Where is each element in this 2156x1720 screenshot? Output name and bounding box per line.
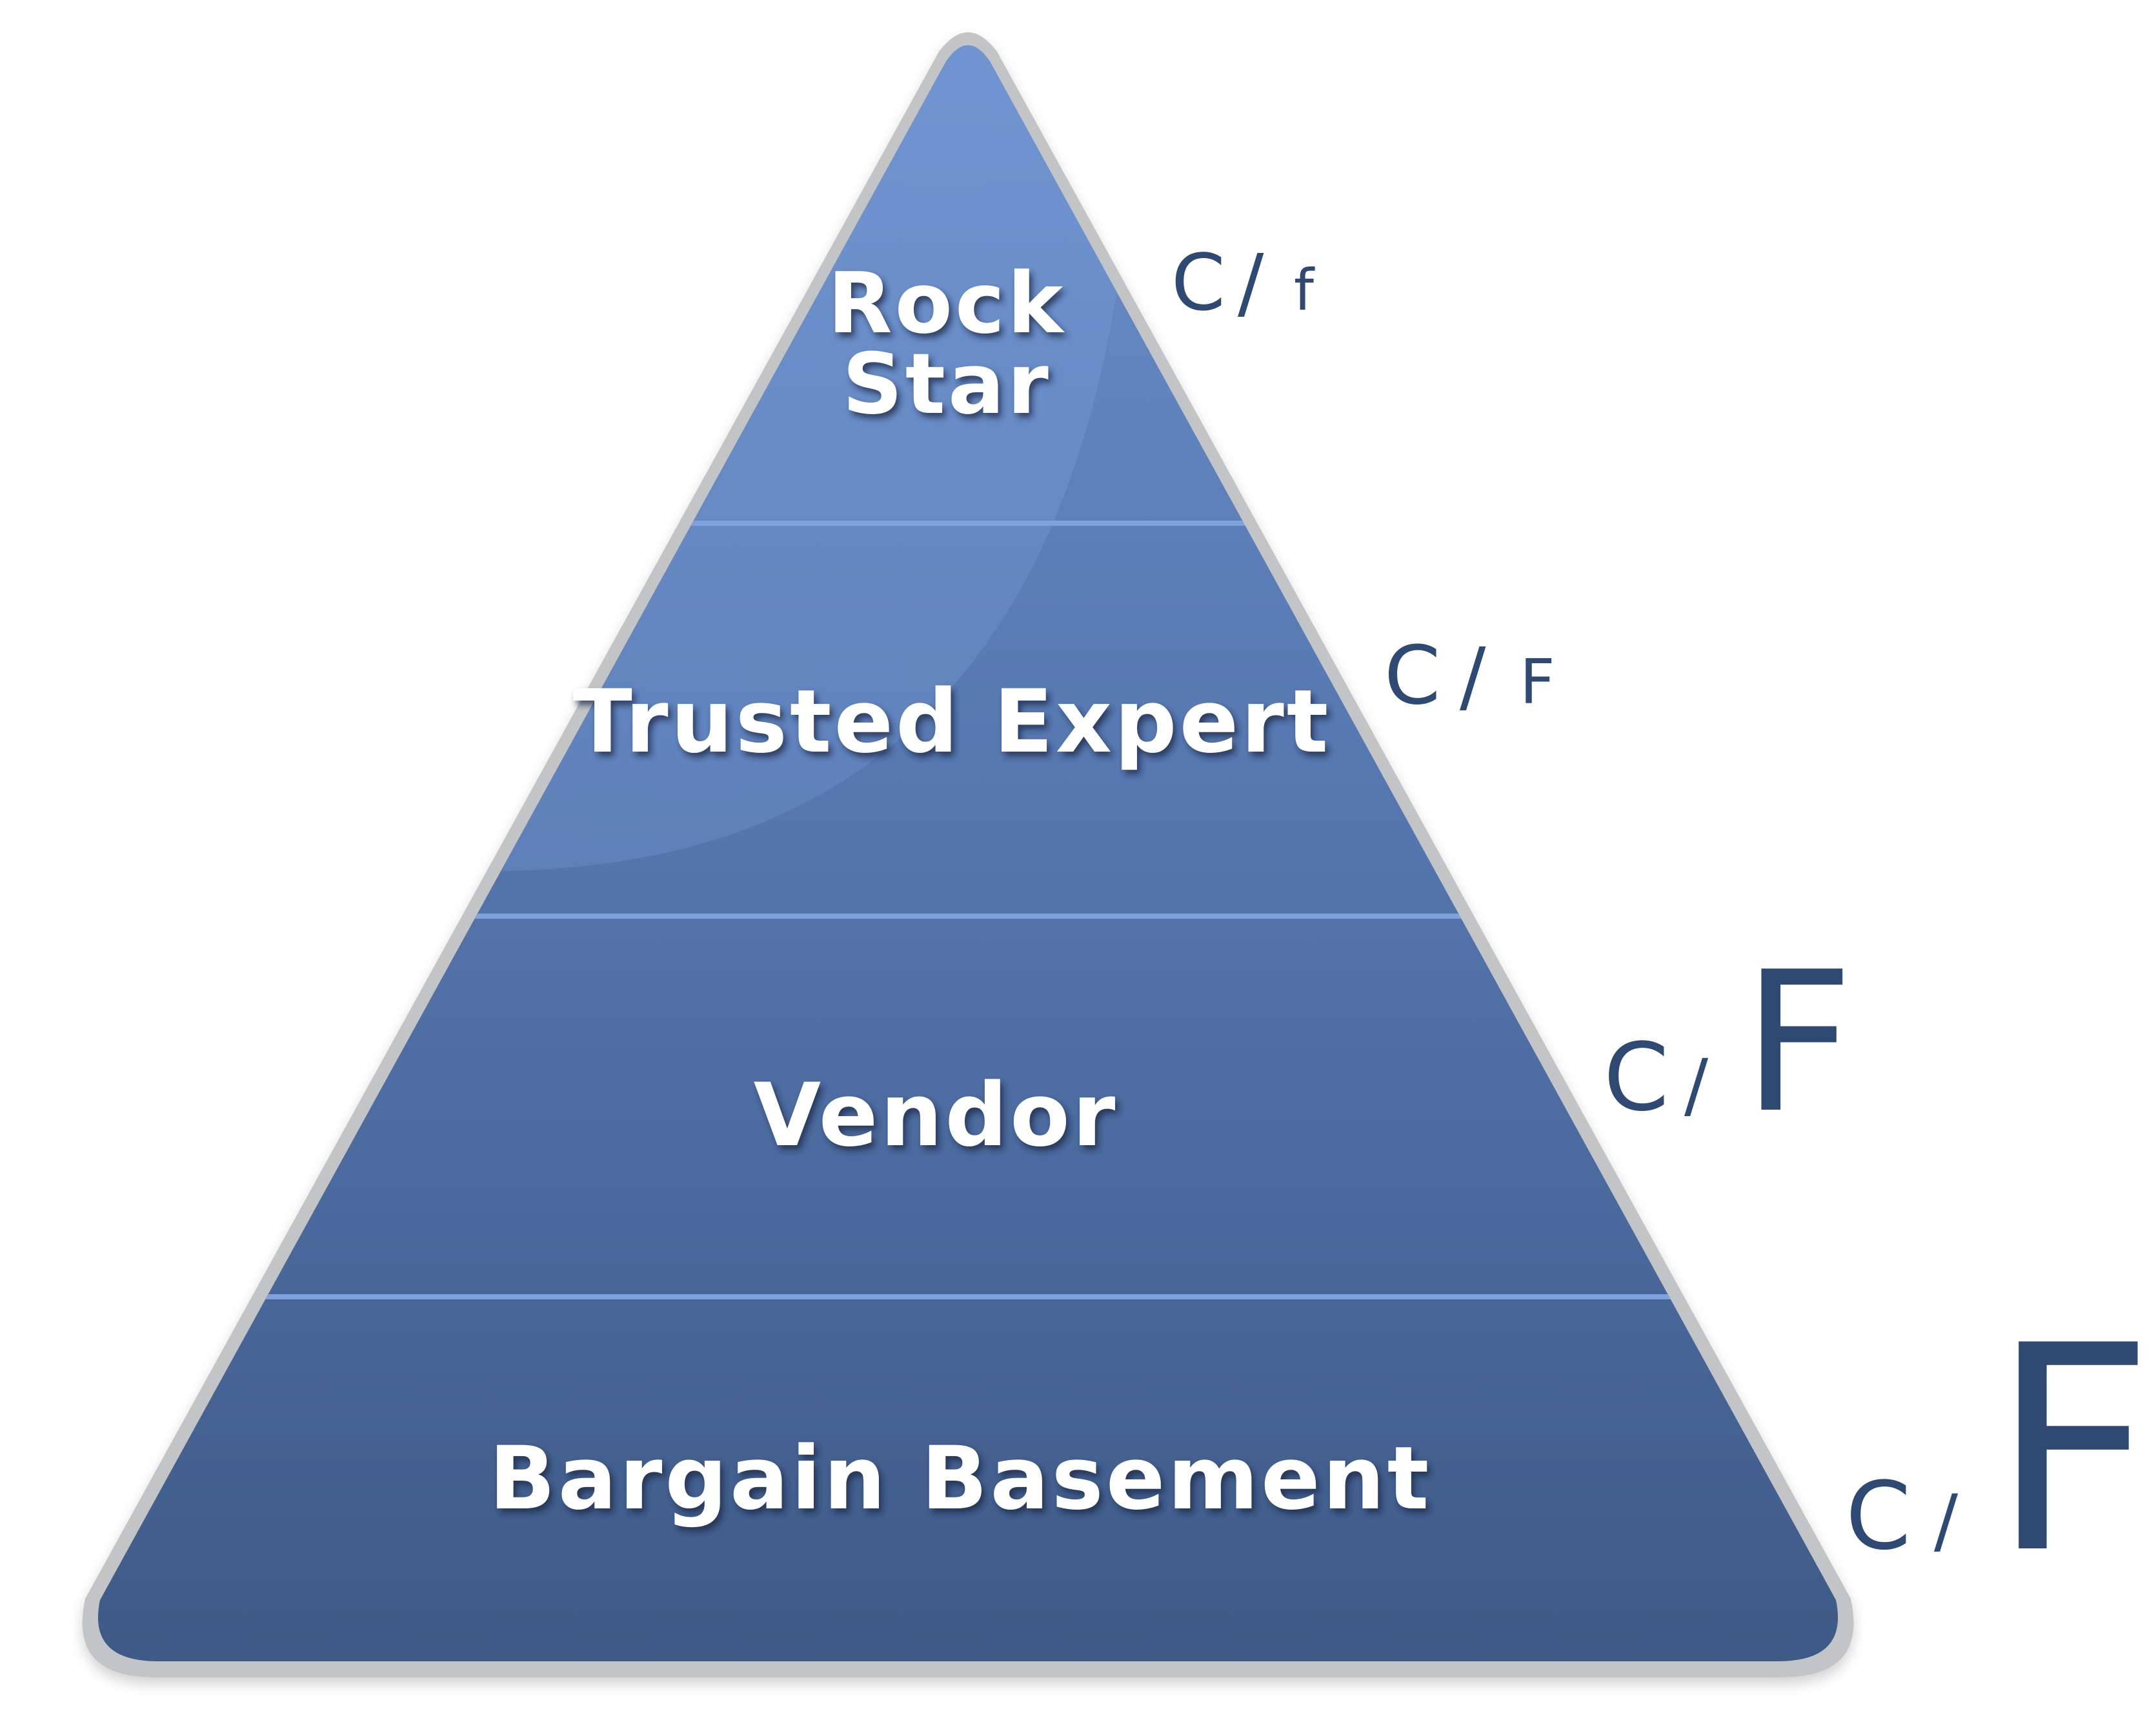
ratio-c: C (1384, 629, 1440, 723)
divider-3 (97, 1294, 1839, 1299)
tier-rock-star-line2: Star (842, 335, 1051, 433)
ratio-rock-star: C / f (1171, 239, 1315, 328)
ratio-c: C (1604, 1023, 1669, 1132)
ratio-slash: / (1460, 632, 1486, 722)
ratio-f: F (1520, 647, 1555, 718)
tier-dividers (97, 521, 1839, 1299)
ratio-slash: / (1934, 1479, 1959, 1562)
ratio-vendor: C / F (1604, 930, 1854, 1155)
pyramid-body (97, 45, 1839, 1661)
ratio-slash: / (1238, 239, 1264, 328)
ratio-trusted-expert: C / F (1384, 629, 1555, 723)
divider-2 (97, 914, 1839, 919)
ratio-f: F (1742, 930, 1854, 1155)
ratio-slash: / (1684, 1044, 1709, 1126)
ratio-c: C (1171, 239, 1225, 328)
ratio-f: f (1294, 257, 1315, 323)
ratio-c: C (1846, 1462, 1911, 1571)
tier-vendor: Vendor (754, 1065, 1118, 1166)
divider-1 (97, 521, 1839, 526)
ratio-bargain-basement: C / F (1846, 1285, 2154, 1615)
tier-bargain-basement: Bargain Basement (489, 1428, 1431, 1529)
tier-labels: Rock Star Trusted Expert Vendor Bargain … (489, 254, 1431, 1529)
tier-trusted-expert: Trusted Expert (573, 671, 1331, 772)
ratio-f: F (1991, 1285, 2154, 1615)
tier-rock-star-line1: Rock (828, 254, 1066, 352)
